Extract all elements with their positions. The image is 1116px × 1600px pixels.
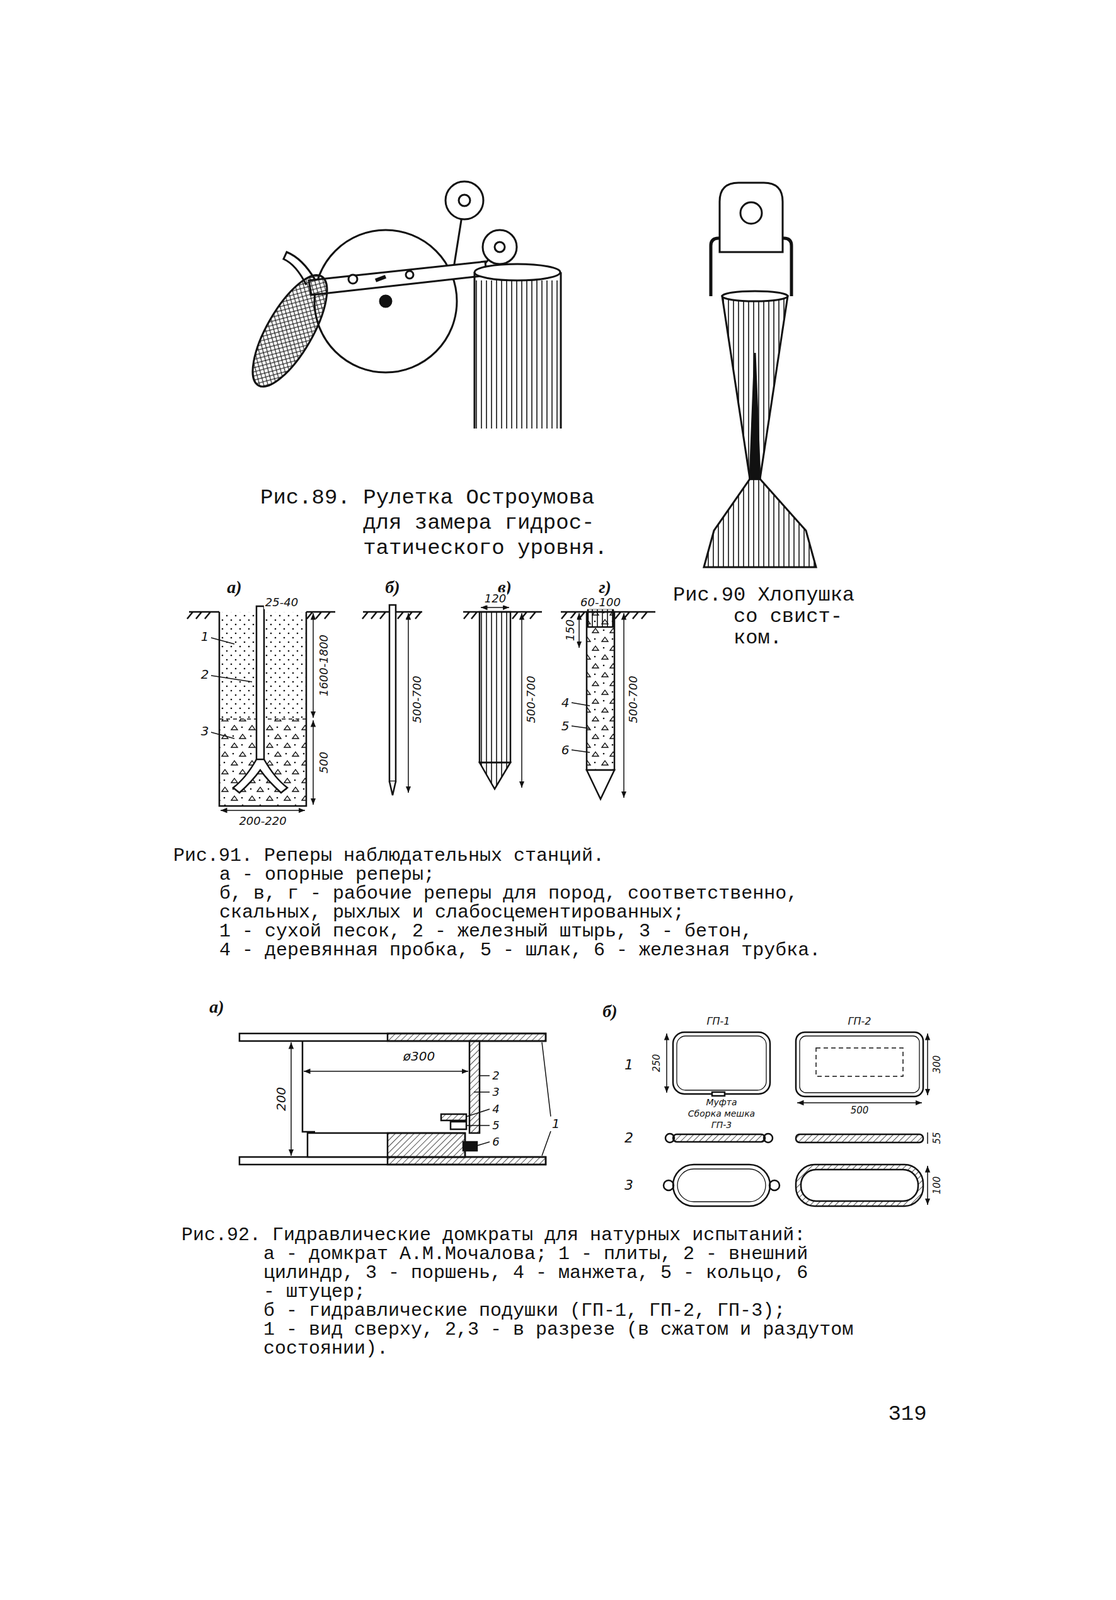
benchmark-drawings <box>187 604 656 811</box>
dimension-label: 200-220 <box>237 814 288 829</box>
figure-letter: б) <box>602 1001 617 1022</box>
figure-letter: г) <box>598 577 612 598</box>
caption-text: б, в, г - рабочие реперы для пород, соот… <box>219 884 804 922</box>
callout-number: 2 <box>490 1069 501 1083</box>
tape-reel <box>238 181 561 429</box>
row-number: 3 <box>623 1177 635 1193</box>
dimension-label: 150 <box>563 618 578 643</box>
callout-number: 3 <box>490 1085 501 1099</box>
row-number: 1 <box>623 1056 635 1073</box>
dimension-label: 500 <box>317 750 331 775</box>
dimension-label: ø300 <box>402 1049 437 1064</box>
callout-number: 2 <box>199 667 211 682</box>
part-name: Сборка мешка <box>686 1108 757 1119</box>
hydraulic-cushions <box>663 1032 928 1207</box>
caption-text: Рис.90 Хлопушка со свист- ком. <box>673 584 861 650</box>
dimension-label: 25-40 <box>264 596 300 610</box>
page-number: 319 <box>887 1402 927 1427</box>
callout-number: 4 <box>560 695 571 711</box>
callout-number: 5 <box>490 1119 501 1133</box>
dimension-label: 500-700 <box>524 674 539 725</box>
dimension-label: 100 <box>931 1175 943 1197</box>
caption-text: а - опорные реперы; <box>219 865 844 885</box>
row-number: 2 <box>623 1129 635 1146</box>
clapper-device <box>703 182 817 568</box>
dimension-label: 500-700 <box>410 674 425 725</box>
caption-text: Рис.92. Гидравлические домкраты для нату… <box>181 1225 863 1245</box>
caption-text: 1 - сухой песок, 2 - железный штырь, 3 -… <box>219 921 844 941</box>
callout-number: 5 <box>560 719 571 734</box>
part-name: ГП-1 <box>705 1015 732 1028</box>
figure-letter: а) <box>226 577 242 598</box>
caption-text: а - домкрат А.М.Мочалова; 1 - плиты, 2 -… <box>263 1244 814 1302</box>
dimension-label: 1600-1800 <box>317 633 331 698</box>
callout-number: 3 <box>199 724 211 739</box>
dimension-label: 120 <box>483 592 508 606</box>
dimension-label: 250 <box>651 1052 663 1074</box>
part-name: Муфта <box>704 1097 738 1108</box>
dimension-label: 500-700 <box>627 674 641 725</box>
dimension-label: 500 <box>849 1105 871 1116</box>
caption-text: 1 - вид сверху, 2,3 - в разрезе (в сжато… <box>263 1320 859 1358</box>
callout-number: 1 <box>550 1116 562 1132</box>
figure-letter: а) <box>209 996 224 1018</box>
dimension-label: 300 <box>931 1054 943 1076</box>
caption-text: б - гидравлические подушки (ГП-1, ГП-2, … <box>263 1301 888 1321</box>
caption-text: Рис.91. Реперы наблюдательных станций. <box>173 846 854 866</box>
dimension-label: 200 <box>274 1085 289 1113</box>
dimension-label: 60-100 <box>579 596 622 610</box>
callout-number: 1 <box>199 629 211 645</box>
callout-number: 4 <box>490 1102 501 1116</box>
dimension-label: 55 <box>931 1130 943 1145</box>
caption-text: 4 - деревянная пробка, 5 - шлак, 6 - жел… <box>219 940 844 960</box>
hydraulic-jack <box>239 1033 551 1165</box>
figure-letter: б) <box>385 577 400 598</box>
callout-number: 6 <box>560 742 571 758</box>
caption-text: Рис.89. Рулетка Остроумова для замера ги… <box>260 485 621 561</box>
part-name: ГП-3 <box>710 1119 733 1130</box>
part-name: ГП-2 <box>846 1015 873 1028</box>
callout-number: 6 <box>490 1135 501 1149</box>
